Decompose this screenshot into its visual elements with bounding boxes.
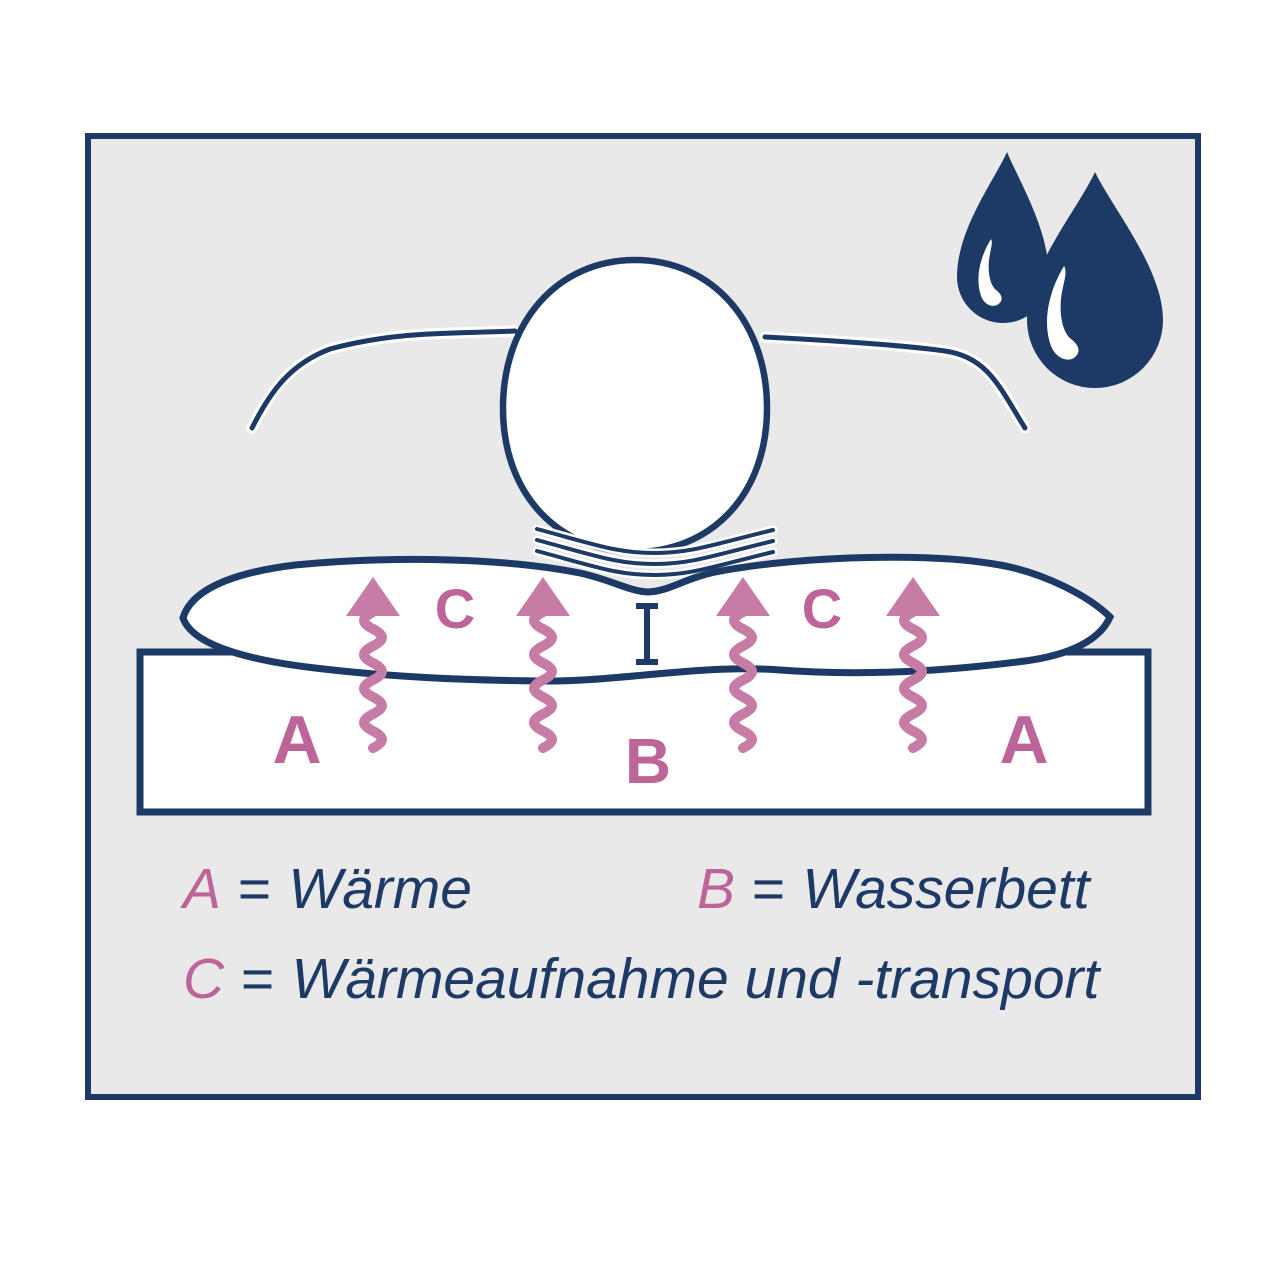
legend-term-b: Wasserbett — [802, 857, 1091, 921]
legend-term-c: Wärmeaufnahme und -transport — [291, 947, 1101, 1011]
legend-term-a: Wärme — [288, 857, 472, 921]
left-shoulder-line — [249, 328, 518, 431]
legend-item-b: B= Wasserbett — [697, 857, 1092, 921]
legend-equals: = — [237, 857, 270, 921]
small-drop-highlight — [978, 239, 1002, 306]
legend: A=Wärme B=Wasserbett C=Wärmeaufnahme und… — [180, 857, 1102, 1011]
sleeper-figure — [246, 256, 1031, 580]
legend-letter-b: B — [697, 857, 735, 921]
label-b: B — [625, 725, 671, 797]
label-a-right: A — [999, 702, 1048, 778]
right-shoulder-line — [762, 334, 1028, 431]
head-shape — [499, 256, 771, 556]
pillow-height-marker — [636, 603, 658, 665]
legend-letter-c: C — [183, 947, 225, 1011]
neck-support-waves — [532, 524, 778, 580]
label-a-left: A — [272, 702, 321, 778]
label-c-left: C — [435, 577, 475, 640]
legend-equals: = — [240, 947, 273, 1011]
neck-wave-2 — [535, 538, 775, 567]
legend-item-c: C= Wärmeaufnahme und -transport — [183, 947, 1102, 1011]
label-c-right: C — [802, 577, 842, 640]
neck-wave-3 — [535, 549, 775, 578]
legend-letter-a: A — [180, 857, 221, 921]
neck-wave-1 — [535, 527, 775, 556]
legend-item-a: A= Wärme — [180, 857, 472, 921]
legend-equals: = — [751, 857, 784, 921]
large-drop-highlight — [1047, 266, 1079, 360]
water-drops-icon — [957, 152, 1163, 388]
